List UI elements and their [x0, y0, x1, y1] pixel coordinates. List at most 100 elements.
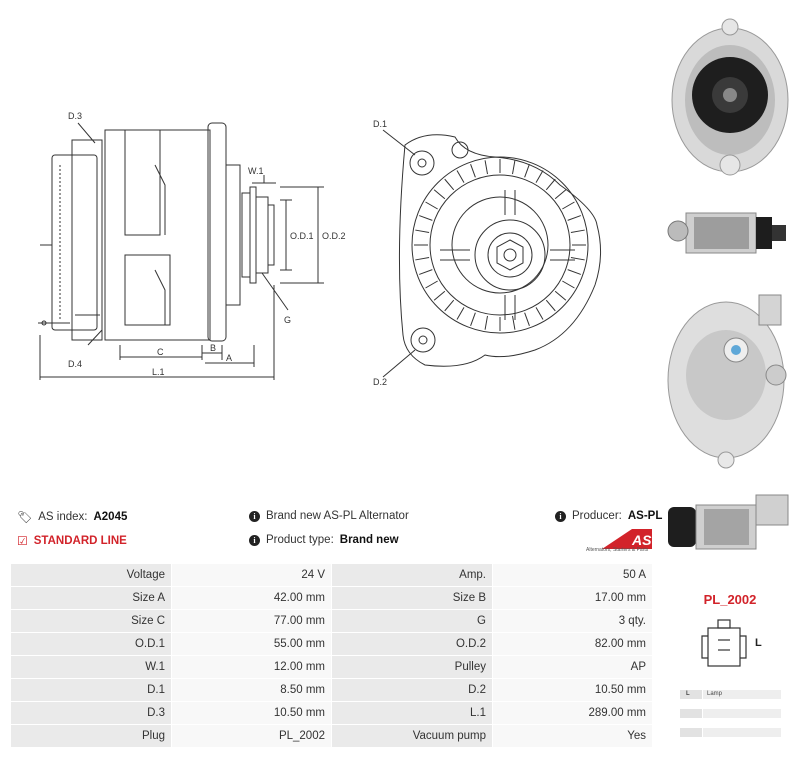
product-type-value: Brand new — [339, 534, 399, 546]
label-d1: D.1 — [373, 119, 387, 129]
cooling-fin — [570, 257, 585, 261]
spec-label: Vacuum pump — [331, 724, 493, 748]
plug-diagram: L — [701, 619, 762, 667]
legend-row — [680, 728, 781, 737]
as-pl-logo: AS — [602, 529, 652, 549]
cooling-fin — [554, 290, 567, 301]
legend-value: Lamp — [703, 690, 781, 699]
cooling-fin — [524, 164, 530, 178]
label-d2: D.2 — [373, 377, 387, 387]
cooling-fin — [470, 312, 476, 326]
spec-label: L.1 — [331, 701, 493, 725]
spec-value: 10.50 mm — [492, 678, 653, 702]
cooling-fin — [535, 307, 544, 320]
legend-value — [703, 728, 781, 737]
product-photo-pulley-side[interactable] — [664, 485, 796, 565]
label-od2: O.D.2 — [322, 231, 346, 241]
label-od1: O.D.1 — [290, 231, 314, 241]
cooling-fin — [456, 170, 465, 183]
spec-label: Size B — [331, 586, 493, 610]
cooling-fin — [419, 269, 433, 275]
producer-label: Producer: — [572, 510, 622, 522]
product-type-label: Product type: — [266, 534, 334, 546]
cooling-fin — [470, 164, 476, 178]
cooling-fin — [415, 257, 430, 261]
side-view-drawing: D.3 D.4 W.1 O.D.1 O.D.2 G C B A L.1 — [38, 111, 346, 380]
cooling-fin — [512, 315, 516, 330]
brand-text: Brand new AS-PL Alternator — [266, 510, 409, 522]
info-icon: i — [249, 510, 260, 522]
cooling-fin — [433, 290, 446, 301]
checkbox-icon: ☑ — [17, 534, 28, 548]
cooling-fin — [535, 170, 544, 183]
spec-value: 289.00 mm — [492, 701, 653, 725]
label-d4: D.4 — [68, 359, 82, 369]
cooling-fin — [545, 299, 556, 312]
as-index-label: AS index: — [38, 511, 88, 523]
legend-key: L — [680, 690, 702, 699]
product-photo-rear[interactable] — [664, 285, 796, 475]
as-index-value: A2045 — [93, 511, 128, 523]
spec-value: 12.00 mm — [171, 655, 332, 679]
cooling-fin — [425, 201, 438, 210]
spec-value: 8.50 mm — [171, 678, 332, 702]
product-photo-side[interactable] — [664, 195, 796, 270]
brand-info: i Brand new AS-PL Alternator — [249, 510, 409, 522]
logo-text: AS — [631, 532, 652, 548]
plug-title: PL_2002 — [703, 592, 757, 607]
spec-value: 17.00 mm — [492, 586, 653, 610]
label-w1: W.1 — [248, 166, 264, 176]
spec-label: D.1 — [10, 678, 172, 702]
cooling-fin — [545, 178, 556, 191]
cooling-fin — [444, 299, 455, 312]
info-icon: i — [249, 534, 260, 546]
label-b: B — [210, 343, 216, 353]
spec-value: AP — [492, 655, 653, 679]
cooling-fin — [554, 189, 567, 200]
cooling-fin — [567, 269, 581, 275]
spec-label: O.D.1 — [10, 632, 172, 656]
spec-value: 10.50 mm — [171, 701, 332, 725]
cooling-fin — [562, 280, 575, 289]
cooling-fin — [512, 160, 516, 175]
standard-line-label: STANDARD LINE — [33, 535, 127, 547]
label-c: C — [157, 347, 164, 357]
label-a: A — [226, 353, 232, 363]
spec-label: W.1 — [10, 655, 172, 679]
cooling-fin — [433, 189, 446, 200]
label-d3: D.3 — [68, 111, 82, 121]
cooling-fin — [415, 229, 430, 233]
spec-value: 42.00 mm — [171, 586, 332, 610]
producer: i Producer: AS-PL — [555, 510, 662, 522]
spec-value: 3 qty. — [492, 609, 653, 633]
spec-value: 82.00 mm — [492, 632, 653, 656]
spec-label: Amp. — [331, 563, 493, 587]
tag-icon: 🏷︎ — [17, 510, 33, 524]
spec-label: Voltage — [10, 563, 172, 587]
producer-value: AS-PL — [627, 510, 663, 522]
spec-value: PL_2002 — [171, 724, 332, 748]
cooling-fin — [484, 315, 488, 330]
spec-value: Yes — [492, 724, 653, 748]
cooling-fin — [567, 215, 581, 221]
spec-label: Pulley — [331, 655, 493, 679]
cooling-fin — [570, 229, 585, 233]
spec-label: Plug — [10, 724, 172, 748]
product-photo-front[interactable] — [664, 15, 796, 185]
spec-value: 24 V — [171, 563, 332, 587]
label-l1: L.1 — [152, 367, 165, 377]
spec-label: G — [331, 609, 493, 633]
cooling-fin — [444, 178, 455, 191]
front-view-drawing: D.1 D.2 — [373, 119, 601, 387]
logo-tagline: Alternators, Starters & Parts — [586, 547, 649, 553]
legend-value — [703, 709, 781, 718]
